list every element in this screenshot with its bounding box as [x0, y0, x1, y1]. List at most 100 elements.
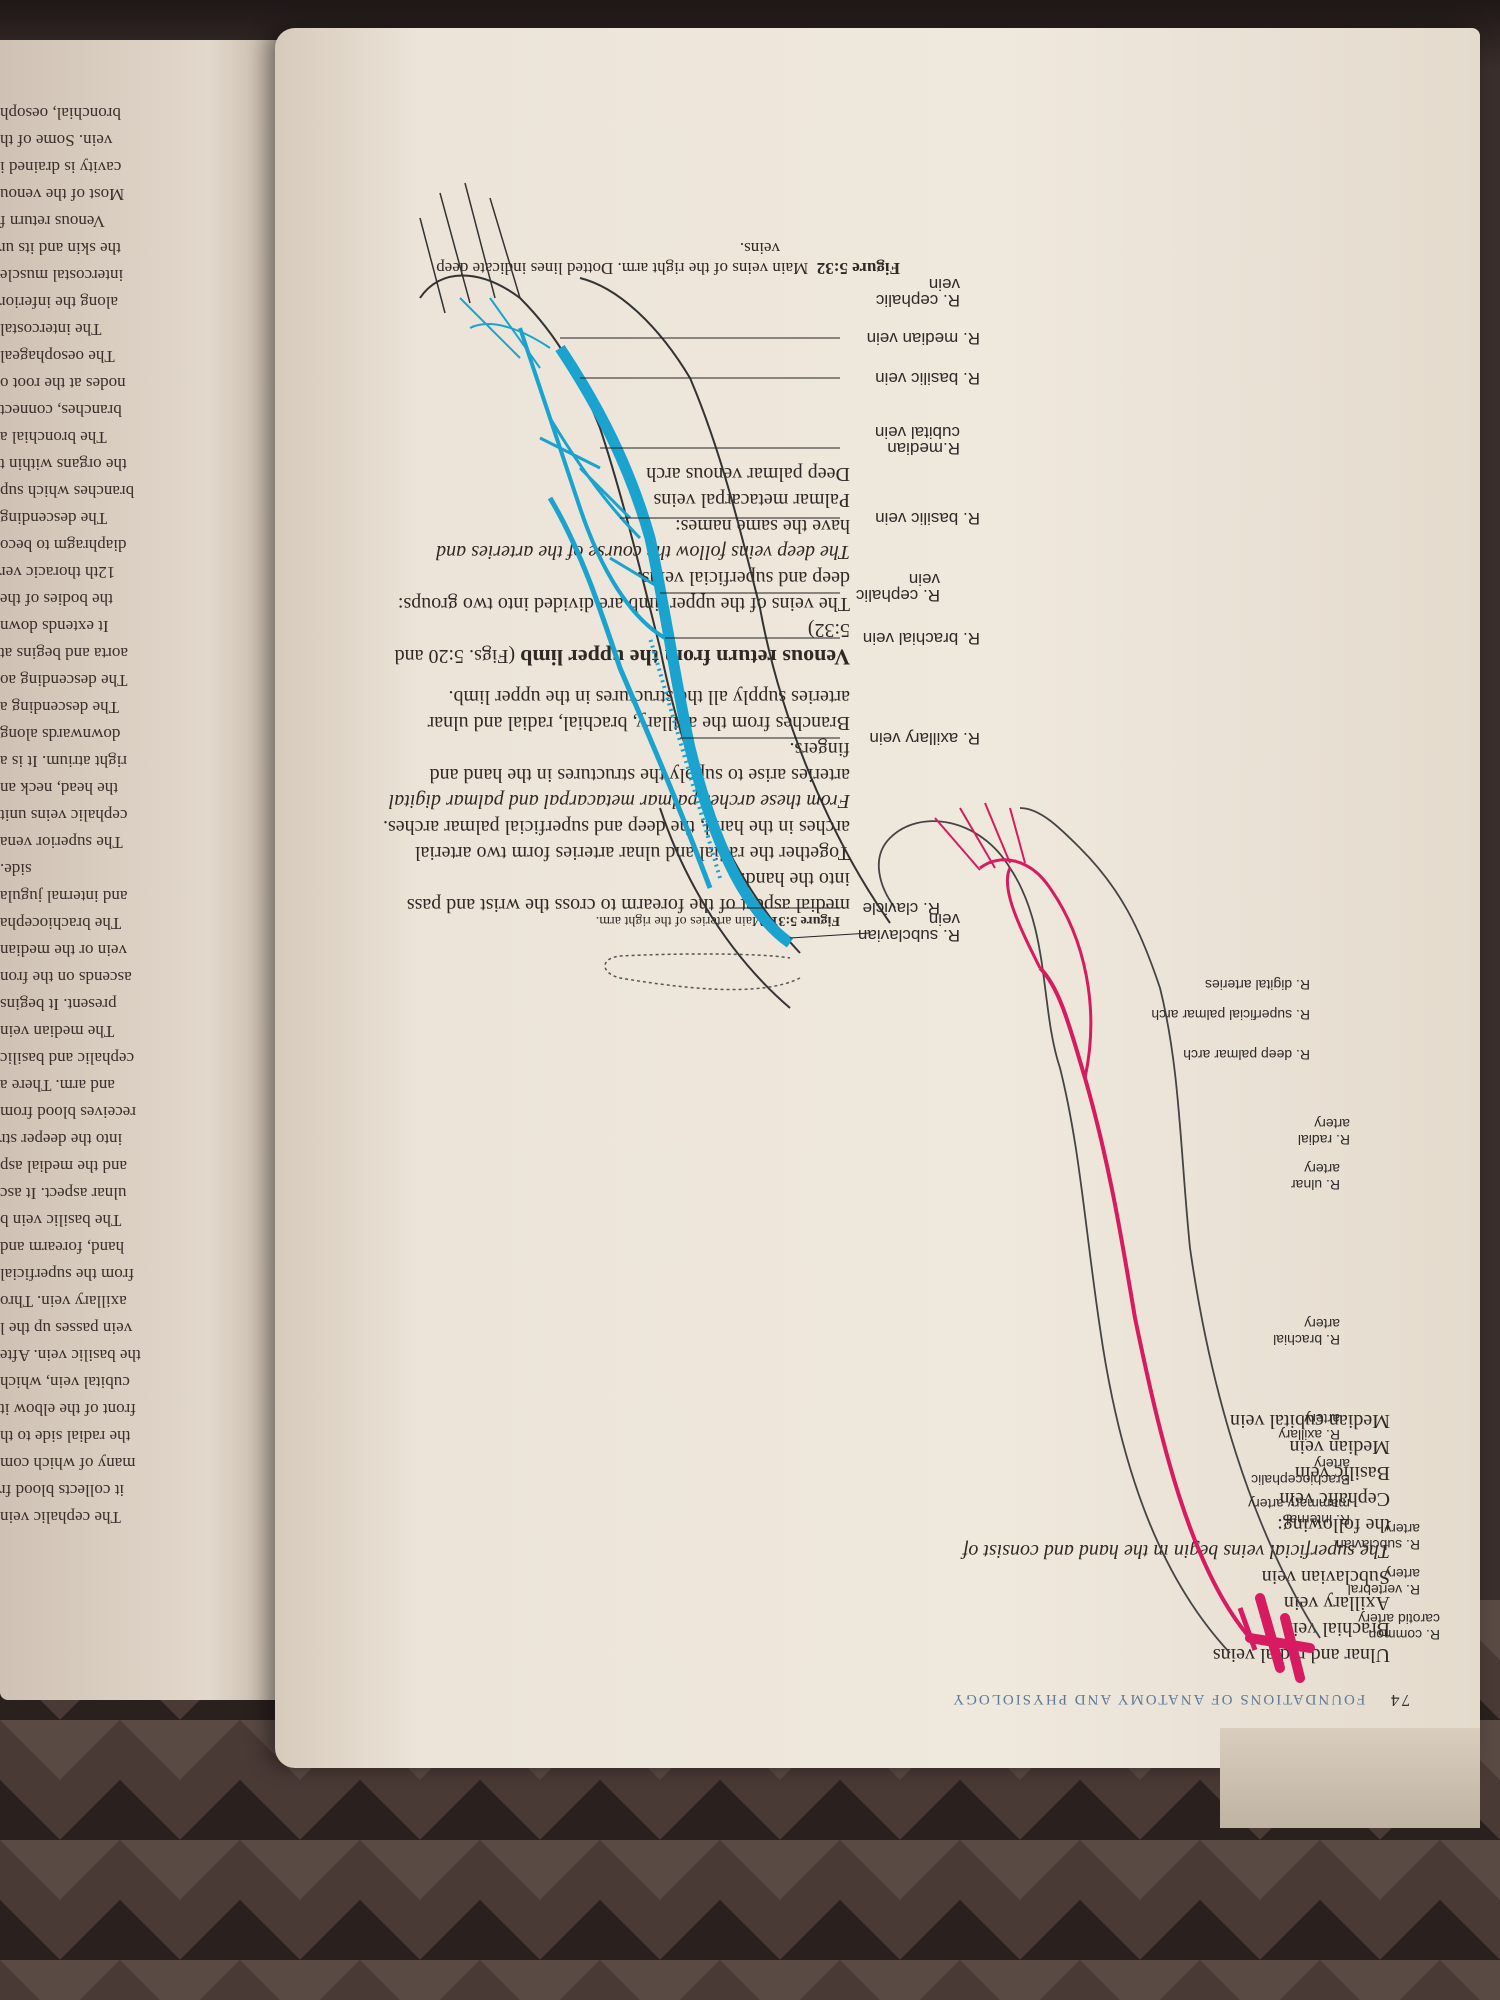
left-page-line: nodes at the root o: [0, 374, 126, 393]
left-page-line: The median vein: [0, 1022, 115, 1041]
book-page: 74 FOUNDATIONS OF ANATOMY AND PHYSIOLOGY…: [275, 28, 1480, 1828]
label-median-vein: R. median vein: [866, 329, 980, 348]
left-page: The cephalic vein it collects blood fr man…: [0, 40, 300, 1700]
left-page-line: ulnar aspect. It asc: [0, 1184, 127, 1203]
left-page-line: aorta and begins at: [0, 644, 128, 663]
arm-outline: [877, 820, 1231, 1654]
left-page-line: The cephalic vein: [0, 1508, 121, 1527]
left-page-line: ascends on the fron: [0, 968, 132, 987]
digital-arteries: [934, 802, 1026, 871]
vein-figure: [419, 182, 891, 1009]
leader-line: [789, 932, 871, 939]
left-page-line: axillary vein. Thro: [0, 1292, 127, 1311]
median-cubital-vein: [539, 436, 661, 590]
brachial-artery: [1038, 966, 1252, 1640]
label-superficial-palmar-arch: R. superficial palmar arch: [1151, 1007, 1310, 1023]
left-page-line: the organs within t: [0, 455, 127, 474]
left-page-line: vein. Some of th: [0, 131, 113, 150]
label-basilic-vein-lower: R. basilic vein: [875, 369, 980, 388]
left-page-line: The descending: [0, 509, 108, 528]
label-axillary-vein: R. axillary vein: [869, 729, 980, 748]
left-page-line: branches which sup: [0, 482, 135, 501]
left-page-line: from the superficial: [0, 1265, 135, 1284]
label-deep-palmar-arch: R. deep palmar arch: [1183, 1047, 1310, 1063]
left-page-line: and internal jugula: [0, 887, 128, 906]
fingers-outline: [419, 182, 521, 314]
left-page-line: receives blood from: [0, 1103, 136, 1122]
left-page-line: the basilic vein. Afte: [0, 1346, 141, 1365]
left-page-line: 12th thoracic ver: [0, 563, 116, 582]
left-page-line: the skin and its ur: [0, 239, 121, 258]
left-page-line: cubital vein, which: [0, 1373, 130, 1392]
left-page-line: the head, neck an: [0, 779, 118, 798]
left-page-line: many of which com: [0, 1454, 136, 1473]
left-page-line: it collects blood fr: [0, 1481, 125, 1500]
axillary-cephalic-vein: [555, 344, 794, 948]
brachiocephalic-trunk: [1245, 1593, 1315, 1683]
left-page-line: right atrium. It is a: [0, 752, 128, 771]
label-clavicle: R. clavicle: [862, 899, 940, 918]
arm-outline-inner: [579, 277, 891, 924]
internal-mammary-artery: [1237, 1607, 1258, 1651]
ulnar-artery: [1048, 887, 1093, 1079]
left-page-line: downwards along: [0, 725, 121, 744]
left-page-line: The descending ao: [0, 671, 128, 690]
left-page-line: Venous return f: [0, 212, 105, 231]
radial-artery: [1005, 867, 1042, 969]
left-page-line: cephalic veins unit: [0, 806, 128, 825]
cephalic-vein: [518, 327, 666, 640]
page-edge-stack: [1220, 1728, 1480, 1828]
left-page-line: intercostal muscle: [0, 266, 124, 285]
left-page-line: diaphragm to beco: [0, 536, 127, 555]
basilic-vein: [547, 496, 713, 889]
arm-outline-inner: [1019, 807, 1321, 1639]
label-basilic-vein-upper: R. basilic vein: [875, 509, 980, 528]
left-page-line: The oesophageal: [0, 347, 115, 366]
left-page-line: the radial side to th: [0, 1427, 131, 1446]
hand-veins: [459, 297, 551, 369]
shoulder-outline: [659, 807, 791, 1009]
left-page-line: the bodies of the: [0, 590, 113, 609]
median-vein: [548, 417, 642, 540]
left-page-line: front of the elbow it: [0, 1400, 136, 1419]
label-brachial-vein: R. brachial vein: [862, 629, 980, 648]
left-page-line: bronchial, oesoph: [0, 104, 121, 123]
left-page-line: cephalic and basilic: [0, 1049, 135, 1068]
left-page-line: vein passes up the l: [0, 1319, 133, 1338]
left-page-line: The intercostal: [0, 320, 102, 339]
left-page-line: The brachiocepha: [0, 914, 122, 933]
palmar-arch: [979, 858, 1052, 889]
left-page-line: The descending a: [0, 698, 119, 717]
left-page-line: cavity is drained i: [0, 158, 122, 177]
left-page-line: The bronchial a: [0, 428, 107, 447]
left-page-line: and arm. There a: [0, 1076, 115, 1095]
left-page-line: side.: [0, 860, 32, 879]
left-page-text: The cephalic vein it collects blood fr man…: [0, 100, 280, 1531]
left-page-line: branches, connect: [0, 401, 122, 420]
left-page-line: The superior vena: [0, 833, 123, 852]
left-page-line: The basilic vein b: [0, 1211, 122, 1230]
left-page-line: along the inferior: [0, 293, 119, 312]
left-page-line: and the medial asp: [0, 1157, 127, 1176]
left-page-line: vein or the median: [0, 941, 127, 960]
arm-outline: [419, 274, 801, 954]
left-page-line: into the deeper str: [0, 1130, 123, 1149]
page-content-rotated: 74 FOUNDATIONS OF ANATOMY AND PHYSIOLOGY…: [275, 28, 1480, 1768]
left-page-line: hand, forearm and: [0, 1238, 125, 1257]
label-digital-arteries: R. digital arteries: [1204, 977, 1310, 993]
artery-figure: [877, 802, 1321, 1683]
left-page-line: Most of the venou: [0, 185, 125, 204]
left-page-line: present. It begins: [0, 995, 117, 1014]
left-page-line: It extends down: [0, 617, 109, 636]
